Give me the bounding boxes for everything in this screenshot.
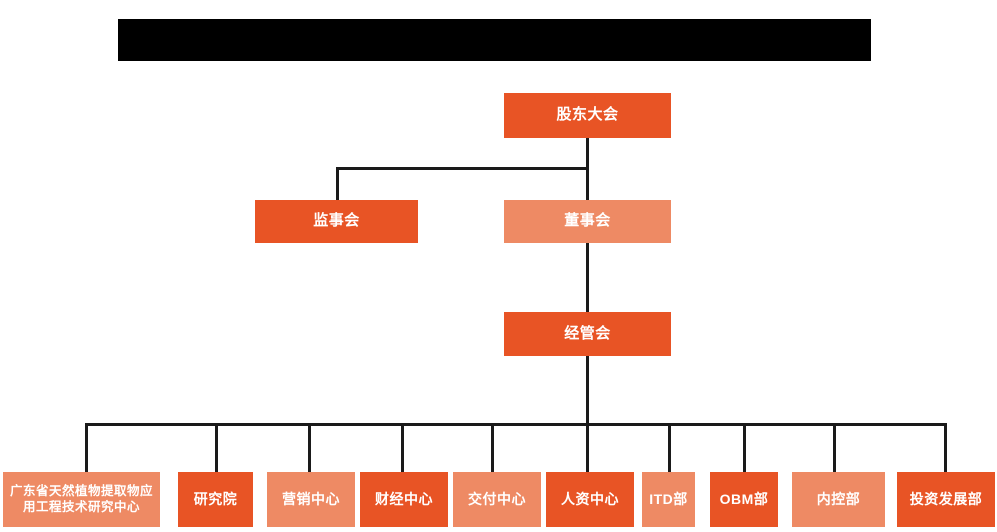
- connector-drop-dept6: [668, 423, 671, 473]
- org-node-label: 交付中心: [468, 490, 526, 507]
- org-node-dept0[interactable]: 广东省天然植物提取物应 用工程技术研究中心: [3, 472, 160, 527]
- org-node-label: 监事会: [313, 212, 360, 230]
- org-node-board-of-directors[interactable]: 董事会: [504, 200, 671, 243]
- org-node-label: 人资中心: [561, 490, 619, 507]
- connector-drop-dept7: [743, 423, 746, 473]
- connector-drop-dept2: [308, 423, 311, 473]
- org-node-management-committee[interactable]: 经管会: [504, 312, 671, 356]
- connector-departments-bus: [85, 423, 946, 426]
- connector-drop-dept8: [833, 423, 836, 473]
- org-node-dept8[interactable]: 内控部: [792, 472, 885, 527]
- connector-directors-down: [586, 243, 589, 313]
- org-node-label: 广东省天然植物提取物应 用工程技术研究中心: [9, 483, 153, 514]
- org-node-dept6[interactable]: ITD部: [642, 472, 695, 527]
- org-node-dept9[interactable]: 投资发展部: [897, 472, 995, 527]
- connector-drop-dept3: [401, 423, 404, 473]
- org-node-dept4[interactable]: 交付中心: [453, 472, 541, 527]
- connector-management-down: [586, 356, 589, 425]
- connector-supervisors-down: [336, 167, 339, 201]
- org-node-label: 营销中心: [282, 490, 340, 507]
- org-node-dept5[interactable]: 人资中心: [546, 472, 634, 527]
- redacted-title-bar: [118, 19, 871, 61]
- org-node-label: 投资发展部: [909, 490, 983, 507]
- org-node-board-of-supervisors[interactable]: 监事会: [255, 200, 418, 243]
- org-node-dept3[interactable]: 财经中心: [360, 472, 448, 527]
- org-node-label: 研究院: [193, 490, 238, 507]
- connector-drop-dept5: [586, 423, 589, 473]
- org-node-dept2[interactable]: 营销中心: [267, 472, 355, 527]
- org-node-dept7[interactable]: OBM部: [710, 472, 778, 527]
- org-node-label: 财经中心: [375, 490, 433, 507]
- org-node-label: ITD部: [649, 490, 688, 507]
- connector-drop-dept4: [491, 423, 494, 473]
- org-node-label: 内控部: [816, 490, 861, 507]
- org-node-dept1[interactable]: 研究院: [178, 472, 253, 527]
- org-node-label: OBM部: [719, 490, 769, 507]
- connector-drop-dept1: [215, 423, 218, 473]
- connector-drop-dept0: [85, 423, 88, 473]
- org-node-label: 经管会: [564, 324, 611, 342]
- connector-drop-dept9: [944, 423, 947, 473]
- connector-level2-bus: [336, 167, 588, 170]
- org-node-label: 董事会: [564, 212, 611, 230]
- org-node-shareholders-meeting[interactable]: 股东大会: [504, 93, 671, 138]
- org-node-label: 股东大会: [556, 106, 619, 124]
